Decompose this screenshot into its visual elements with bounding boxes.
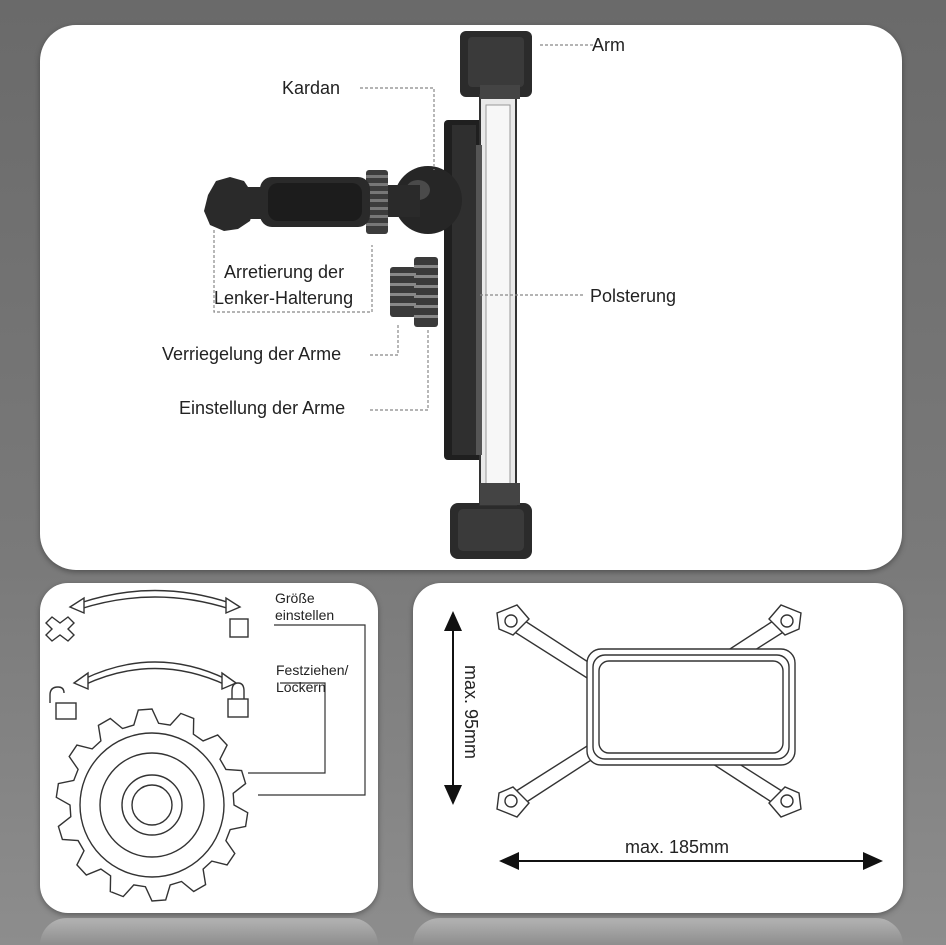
holder-front-view [496,604,802,818]
holder-side-view-panel: Arm Kardan Arretierung der Lenker-Halter… [40,25,902,570]
height-arrow [444,611,462,805]
square-icon [229,618,249,638]
unlock-icon [49,686,77,720]
label-height: max. 95mm [461,665,481,759]
adjustment-diagram: Größe einstellen Festziehen/ Lockern [45,589,366,902]
dimensions-diagram: max. 95mm max. 185mm [444,604,883,870]
label-verriegelung: Verriegelung der Arme [162,344,341,364]
handlebar-mount [204,166,462,327]
label-festziehen-1: Festziehen/ [276,662,348,678]
label-polsterung: Polsterung [590,286,676,306]
label-festziehen-2: Lockern [276,679,326,695]
lock-arrow [72,661,238,691]
cradle-frame [444,31,532,559]
label-arm: Arm [592,35,625,55]
lock-icon [227,682,249,718]
label-arretierung-1: Arretierung der [224,262,344,282]
gear-icon [55,708,249,902]
label-groesse-2: einstellen [275,607,334,623]
width-arrow [499,852,883,870]
side-view-diagram: Arm Kardan Arretierung der Lenker-Halter… [162,31,676,559]
dimensions-panel: max. 95mm max. 185mm [413,583,903,913]
label-kardan: Kardan [282,78,340,98]
adjustment-panel: Größe einstellen Festziehen/ Lockern [40,583,378,913]
label-width: max. 185mm [625,837,729,857]
size-arrow [68,589,242,615]
label-arretierung-2: Lenker-Halterung [214,288,353,308]
expand-icon [45,616,75,642]
label-groesse-1: Größe [275,590,315,606]
label-einstellung: Einstellung der Arme [179,398,345,418]
